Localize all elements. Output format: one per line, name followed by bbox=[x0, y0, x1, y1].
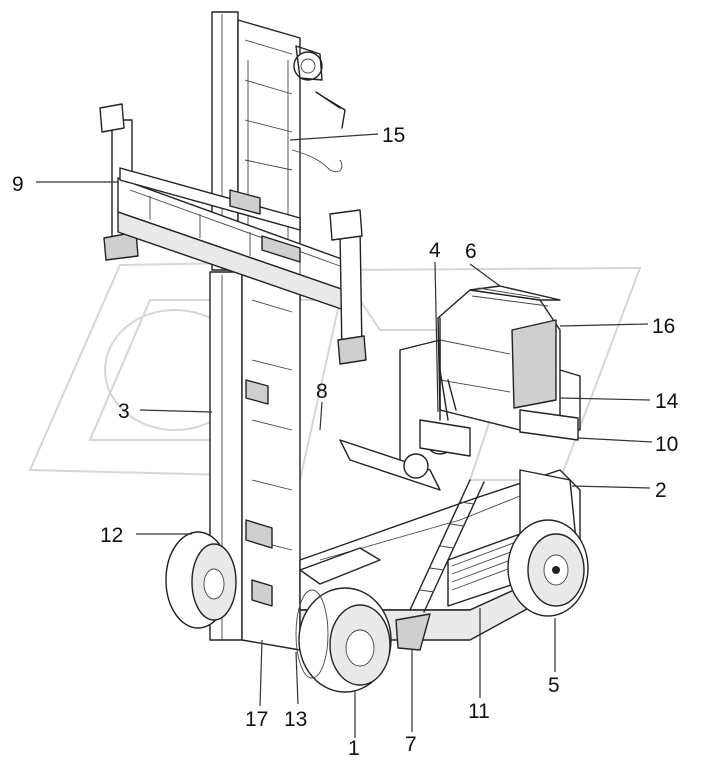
leader-6 bbox=[469, 263, 501, 287]
callout-7: 7 bbox=[405, 733, 417, 756]
leader-17 bbox=[259, 639, 263, 707]
callout-6: 6 bbox=[465, 240, 477, 263]
operator-cab bbox=[399, 285, 581, 461]
callout-2: 2 bbox=[655, 479, 667, 502]
leader-lines bbox=[36, 133, 653, 738]
callout-11: 11 bbox=[468, 700, 490, 723]
leader-16 bbox=[559, 323, 649, 327]
callout-4: 4 bbox=[429, 239, 441, 262]
callout-12: 12 bbox=[100, 524, 123, 547]
leader-4 bbox=[434, 261, 439, 413]
spreader-attachment bbox=[99, 103, 367, 365]
leader-14 bbox=[559, 397, 651, 401]
callout-8: 8 bbox=[316, 380, 328, 403]
wheels bbox=[165, 519, 589, 693]
leader-10 bbox=[577, 437, 653, 443]
leader-13 bbox=[295, 651, 299, 705]
callout-13: 13 bbox=[284, 708, 307, 731]
callout-1: 1 bbox=[348, 737, 360, 760]
callout-9: 9 bbox=[12, 173, 24, 196]
callout-17: 17 bbox=[245, 708, 268, 731]
leader-2 bbox=[571, 485, 651, 489]
leader-8 bbox=[319, 401, 323, 431]
leader-15 bbox=[289, 133, 379, 141]
callout-15: 15 bbox=[382, 124, 405, 147]
callout-16: 16 bbox=[652, 315, 675, 338]
callout-10: 10 bbox=[655, 433, 678, 456]
callout-3: 3 bbox=[118, 400, 130, 423]
leader-3 bbox=[139, 409, 213, 413]
callout-labels: 1 2 3 4 5 6 7 8 9 10 11 12 13 14 15 16 1… bbox=[12, 124, 679, 760]
callout-14: 14 bbox=[655, 390, 679, 413]
callout-5: 5 bbox=[548, 674, 560, 697]
